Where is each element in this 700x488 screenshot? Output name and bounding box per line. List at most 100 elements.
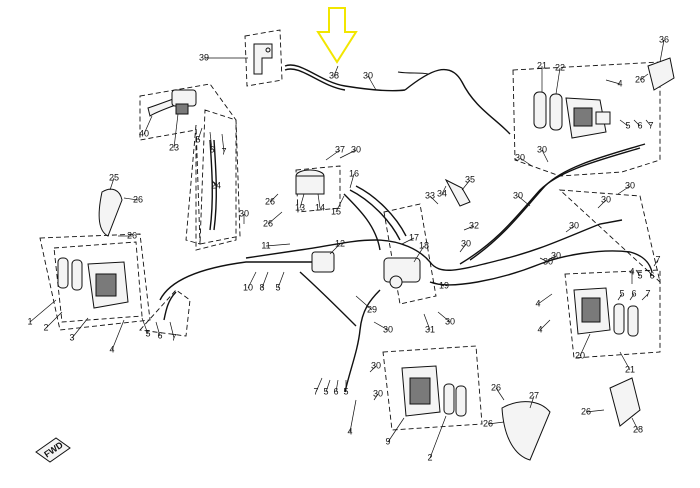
callout-30: 30: [551, 250, 561, 260]
callout-25: 25: [109, 172, 119, 182]
callout-leader: [299, 193, 305, 209]
callout-leader: [349, 173, 355, 189]
callout-leader: [369, 365, 377, 373]
callout-37: 37: [335, 144, 345, 154]
callout-30: 30: [569, 220, 579, 230]
highlight-arrow: [316, 7, 358, 64]
callout-leader: [173, 113, 179, 149]
callout-leader: [211, 179, 217, 187]
callout-leader: [333, 65, 339, 77]
callout-leader: [633, 119, 641, 127]
callout-4: 4: [535, 298, 540, 308]
callout-leader: [539, 257, 549, 263]
callout-leader: [261, 271, 269, 289]
callout-leader: [265, 243, 291, 247]
callout-leader: [373, 393, 379, 401]
callout-5: 5: [323, 386, 328, 396]
callout-leader: [197, 127, 203, 141]
callout-leader: [325, 149, 341, 161]
callout-5: 5: [195, 134, 200, 144]
callout-30: 30: [461, 238, 471, 248]
callout-leader: [541, 149, 549, 163]
callout-leader: [429, 195, 439, 205]
callout-28: 28: [633, 424, 643, 434]
callout-leader: [111, 319, 125, 351]
callout-leader: [367, 75, 377, 91]
callout-6: 6: [333, 386, 338, 396]
callout-30: 30: [513, 190, 523, 200]
callout-5: 5: [145, 328, 150, 338]
callout-6: 6: [649, 270, 654, 280]
callout-7: 7: [648, 120, 653, 130]
callout-leader: [267, 211, 283, 225]
callout-leader: [635, 269, 641, 277]
callout-30: 30: [445, 316, 455, 326]
callout-30: 30: [625, 180, 635, 190]
callout-2: 2: [43, 322, 48, 332]
callout-leader: [329, 243, 341, 255]
callout-leader: [555, 67, 561, 95]
callout-leader: [597, 199, 607, 209]
callout-23: 23: [169, 142, 179, 152]
callout-leader: [373, 321, 389, 331]
callout-leader: [631, 417, 639, 431]
callout-leader: [645, 119, 652, 127]
brake-lines: [159, 64, 653, 393]
callout-7: 7: [645, 288, 650, 298]
callout-leader: [325, 379, 331, 393]
callout-4: 4: [109, 344, 114, 354]
callout-leader: [537, 293, 553, 305]
callout-34: 34: [437, 188, 447, 198]
callout-3: 3: [69, 332, 74, 342]
callout-31: 31: [425, 324, 435, 334]
callout-leader: [495, 387, 505, 401]
callout-26: 26: [127, 230, 137, 240]
callout-30: 30: [351, 144, 361, 154]
callout-leader: [487, 421, 505, 425]
callout-40: 40: [139, 128, 149, 138]
callout-21: 21: [537, 60, 547, 70]
callout-20: 20: [575, 350, 585, 360]
callout-4: 4: [617, 78, 622, 88]
callout-30: 30: [601, 194, 611, 204]
callout-26: 26: [263, 218, 273, 228]
callout-leader: [441, 185, 447, 195]
callout-leader: [413, 245, 425, 263]
callout-leader: [277, 271, 285, 289]
callout-17: 17: [409, 232, 419, 242]
callout-leader: [269, 193, 279, 203]
callout-26: 26: [581, 406, 591, 416]
callout-5: 5: [343, 386, 348, 396]
callout-15: 15: [331, 206, 341, 216]
callout-5: 5: [619, 288, 624, 298]
callout-1: 1: [27, 316, 32, 326]
callout-27: 27: [529, 390, 539, 400]
callout-leader: [221, 133, 225, 153]
callout-leader: [355, 295, 373, 311]
callout-30: 30: [371, 360, 381, 370]
callout-leader: [539, 319, 551, 331]
callout-leader: [123, 197, 139, 201]
callout-leader: [519, 157, 533, 167]
callout-8: 8: [259, 282, 264, 292]
callout-7: 7: [313, 386, 318, 396]
callout-18: 18: [419, 240, 429, 250]
callout-5: 5: [625, 120, 630, 130]
callout-30: 30: [543, 256, 553, 266]
callout-leader: [579, 333, 591, 357]
callout-26: 26: [483, 418, 493, 428]
callout-21: 21: [625, 364, 635, 374]
callout-leader: [459, 243, 467, 253]
callout-26: 26: [133, 194, 143, 204]
callout-leader: [639, 73, 649, 81]
callout-7: 7: [655, 254, 660, 264]
callout-30: 30: [383, 324, 393, 334]
callout-30: 30: [515, 152, 525, 162]
callout-6: 6: [637, 120, 642, 130]
callout-leader: [315, 377, 323, 393]
callout-leader: [629, 293, 635, 301]
callout-leader: [619, 351, 631, 371]
callout-14: 14: [315, 202, 325, 212]
callout-leader: [585, 409, 605, 413]
